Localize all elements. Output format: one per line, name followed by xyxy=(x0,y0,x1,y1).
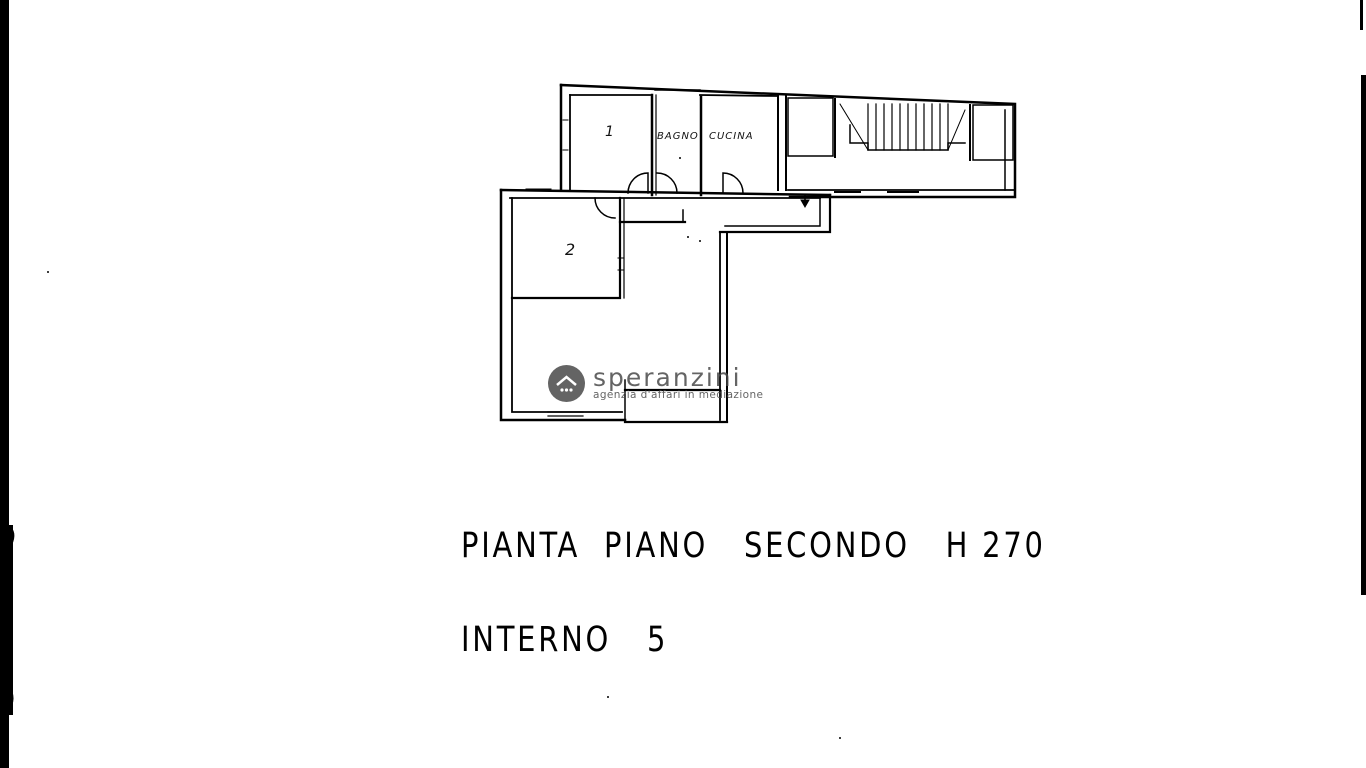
scan-edge-left xyxy=(0,0,9,768)
caption-line-2: INTERNO 5 xyxy=(461,620,668,660)
caption-interno-label: INTERNO xyxy=(461,620,612,660)
caption-word-piano: PIANO xyxy=(603,526,709,566)
caption-height-label: H xyxy=(945,526,971,566)
watermark-logo: speranzini agenzia d'affari in mediazion… xyxy=(548,365,763,402)
room-label-cucina: CUCINA xyxy=(709,131,754,142)
scan-edge-right-top xyxy=(1360,0,1363,30)
caption-interno-value: 5 xyxy=(646,620,669,660)
house-icon xyxy=(548,365,585,402)
room-label-1: 1 xyxy=(605,124,615,140)
scan-edge-right xyxy=(1361,75,1366,595)
caption-word-secondo: SECONDO xyxy=(743,526,910,566)
caption-word-pianta: PIANTA xyxy=(461,526,581,566)
scan-edge-left-bumps xyxy=(8,525,15,715)
watermark-tagline: agenzia d'affari in mediazione xyxy=(593,388,764,401)
watermark-brand: speranzini xyxy=(593,362,742,392)
room-label-bagno: BAGNO xyxy=(657,131,699,142)
caption-height-value: 270 xyxy=(982,526,1046,566)
caption-line-1: PIANTA PIANO SECONDO H 270 xyxy=(461,526,1046,566)
room-label-2: 2 xyxy=(565,240,577,259)
